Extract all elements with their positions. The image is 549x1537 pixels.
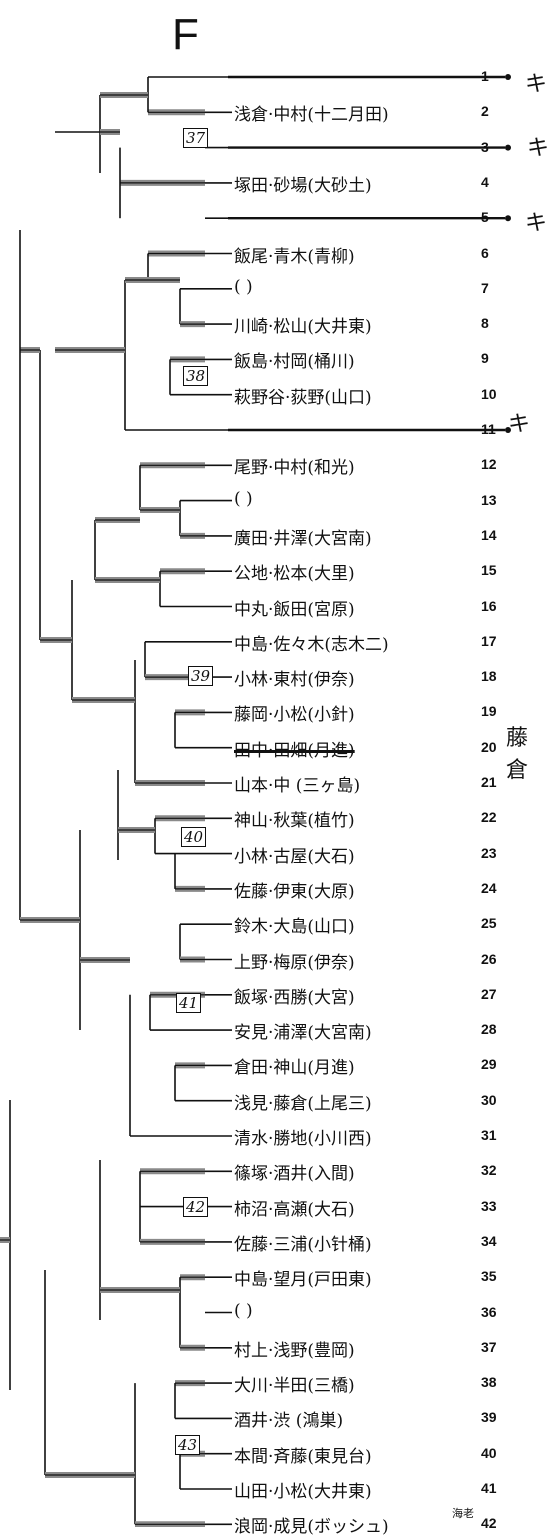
entry-number: 34	[481, 1232, 497, 1249]
entry-number: 42	[481, 1515, 497, 1532]
strike-dot	[505, 215, 511, 222]
player-pair: 萩野谷·荻野(山口)	[234, 387, 372, 408]
player-pair: 藤岡·小松(小針)	[234, 705, 355, 726]
player-pair: 山田·小松(大井東)	[234, 1482, 372, 1502]
player-pair: 中島·望月(戸田東)	[234, 1270, 372, 1291]
entry-number: 22	[481, 809, 497, 826]
player-pair: 大川·半田(三橋)	[234, 1376, 355, 1397]
player-pair: 塚田·砂場(大砂土)	[234, 175, 372, 196]
entry-number: 26	[481, 950, 497, 967]
group-number-box: 39	[188, 666, 214, 686]
margin-note: 藤倉	[506, 726, 529, 783]
entry-number: 28	[481, 1021, 497, 1038]
player-pair: 中丸·飯田(宮原)	[234, 599, 355, 620]
entry-number: 16	[481, 597, 497, 614]
entry-number: 32	[481, 1162, 497, 1179]
margin-note: キ	[525, 211, 548, 236]
entry-number: 23	[481, 844, 497, 861]
entry-number: 8	[481, 315, 489, 332]
player-pair: 上野·梅原(伊奈)	[234, 952, 355, 973]
player-pair: 鈴木·大島(山口)	[234, 917, 355, 938]
group-number-box: 42	[183, 1197, 209, 1217]
player-pair: 尾野·中村(和光)	[234, 458, 355, 479]
entry-number: 40	[481, 1444, 497, 1461]
entry-number: 24	[481, 879, 497, 896]
entry-number: 17	[481, 632, 497, 649]
entry-number: 6	[481, 244, 489, 261]
player-pair: 飯尾·青木(青柳)	[234, 246, 355, 267]
player-pair: 佐藤·伊東(大原)	[234, 881, 355, 902]
group-number-box: 37	[183, 128, 209, 148]
footer-note: 海老	[452, 1507, 474, 1520]
player-pair: 柿沼·高瀬(大石)	[234, 1199, 355, 1220]
entry-number: 4	[481, 173, 489, 190]
entry-number: 36	[481, 1303, 497, 1320]
entry-number: 9	[481, 350, 489, 367]
entry-number: 27	[481, 985, 497, 1002]
entry-number: 35	[481, 1268, 497, 1285]
player-pair: 山本·中 (三ヶ島)	[234, 776, 361, 796]
player-pair: 中島·佐々木(志木二)	[234, 634, 389, 655]
entry-number: 15	[481, 562, 497, 579]
entry-number: 14	[481, 526, 497, 543]
player-pair: 安見·浦澤(大宮南)	[234, 1023, 372, 1044]
player-pair: 公地·松本(大里)	[234, 564, 355, 585]
entry-number: 29	[481, 1056, 497, 1073]
player-pair: 飯塚·西勝(大宮)	[234, 987, 355, 1008]
entry-number: 39	[481, 1409, 497, 1426]
entry-number: 19	[481, 703, 497, 720]
entry-number: 31	[481, 1127, 497, 1143]
strike-dot	[505, 427, 511, 433]
entry-number: 33	[481, 1197, 497, 1214]
strike-dot	[505, 144, 511, 151]
player-pair: ( )	[234, 1300, 253, 1321]
margin-note: キ	[527, 136, 549, 161]
entry-number: 20	[481, 738, 497, 755]
group-number-box: 43	[175, 1435, 201, 1455]
entry-number: 13	[481, 491, 497, 508]
entry-number: 2	[481, 103, 489, 120]
player-pair: 本間·斉藤(東見台)	[234, 1446, 372, 1467]
struck-entry: 田中·田畑(月進)	[234, 740, 355, 761]
player-pair: ( )	[234, 488, 253, 509]
margin-note: キ	[508, 412, 531, 437]
entry-number: 18	[481, 668, 497, 685]
entry-number: 37	[481, 1338, 497, 1355]
player-pair: 神山·秋葉(植竹)	[234, 811, 355, 832]
entry-number: 7	[481, 279, 489, 296]
margin-note: キ	[525, 72, 548, 97]
entry-number: 1	[481, 68, 489, 84]
player-pair: 浅倉·中村(十二月田)	[234, 105, 389, 126]
player-pair: 酒井·渋 (鴻巣)	[234, 1411, 344, 1432]
player-pair: 倉田·神山(月進)	[234, 1058, 355, 1079]
player-pair: 小林·古屋(大石)	[234, 846, 355, 867]
group-number-box: 41	[176, 993, 202, 1013]
player-pair: 佐藤·三浦(小针桶)	[234, 1234, 372, 1255]
entry-number: 41	[481, 1480, 497, 1496]
group-number-box: 40	[181, 827, 207, 847]
entry-number: 12	[481, 456, 497, 473]
entry-number: 38	[481, 1374, 497, 1391]
entry-number: 11	[481, 421, 496, 437]
player-pair: 浪岡·成見(ボッシュ)	[234, 1517, 389, 1537]
player-pair: 清水·勝地(小川西)	[234, 1129, 372, 1149]
player-pair: 小林·東村(伊奈)	[234, 670, 355, 691]
player-pair: ( )	[234, 276, 253, 297]
strike-dot	[505, 74, 511, 80]
entry-number: 21	[481, 774, 497, 790]
player-pair: 廣田·井澤(大宮南)	[234, 528, 372, 549]
player-pair: 篠塚·酒井(入間)	[234, 1164, 355, 1185]
sheet-title: F	[172, 10, 199, 59]
player-pair: 飯島·村岡(桶川)	[234, 352, 355, 373]
player-pair: 川崎·松山(大井東)	[234, 317, 372, 338]
entry-number: 10	[481, 385, 497, 402]
entry-number: 25	[481, 915, 497, 932]
entry-number: 30	[481, 1091, 497, 1108]
group-number-box: 38	[183, 366, 209, 386]
player-pair: 浅見·藤倉(上尾三)	[234, 1093, 372, 1114]
player-pair: 村上·浅野(豊岡)	[234, 1340, 355, 1361]
entry-number: 3	[481, 138, 489, 155]
entry-number: 5	[481, 209, 489, 226]
